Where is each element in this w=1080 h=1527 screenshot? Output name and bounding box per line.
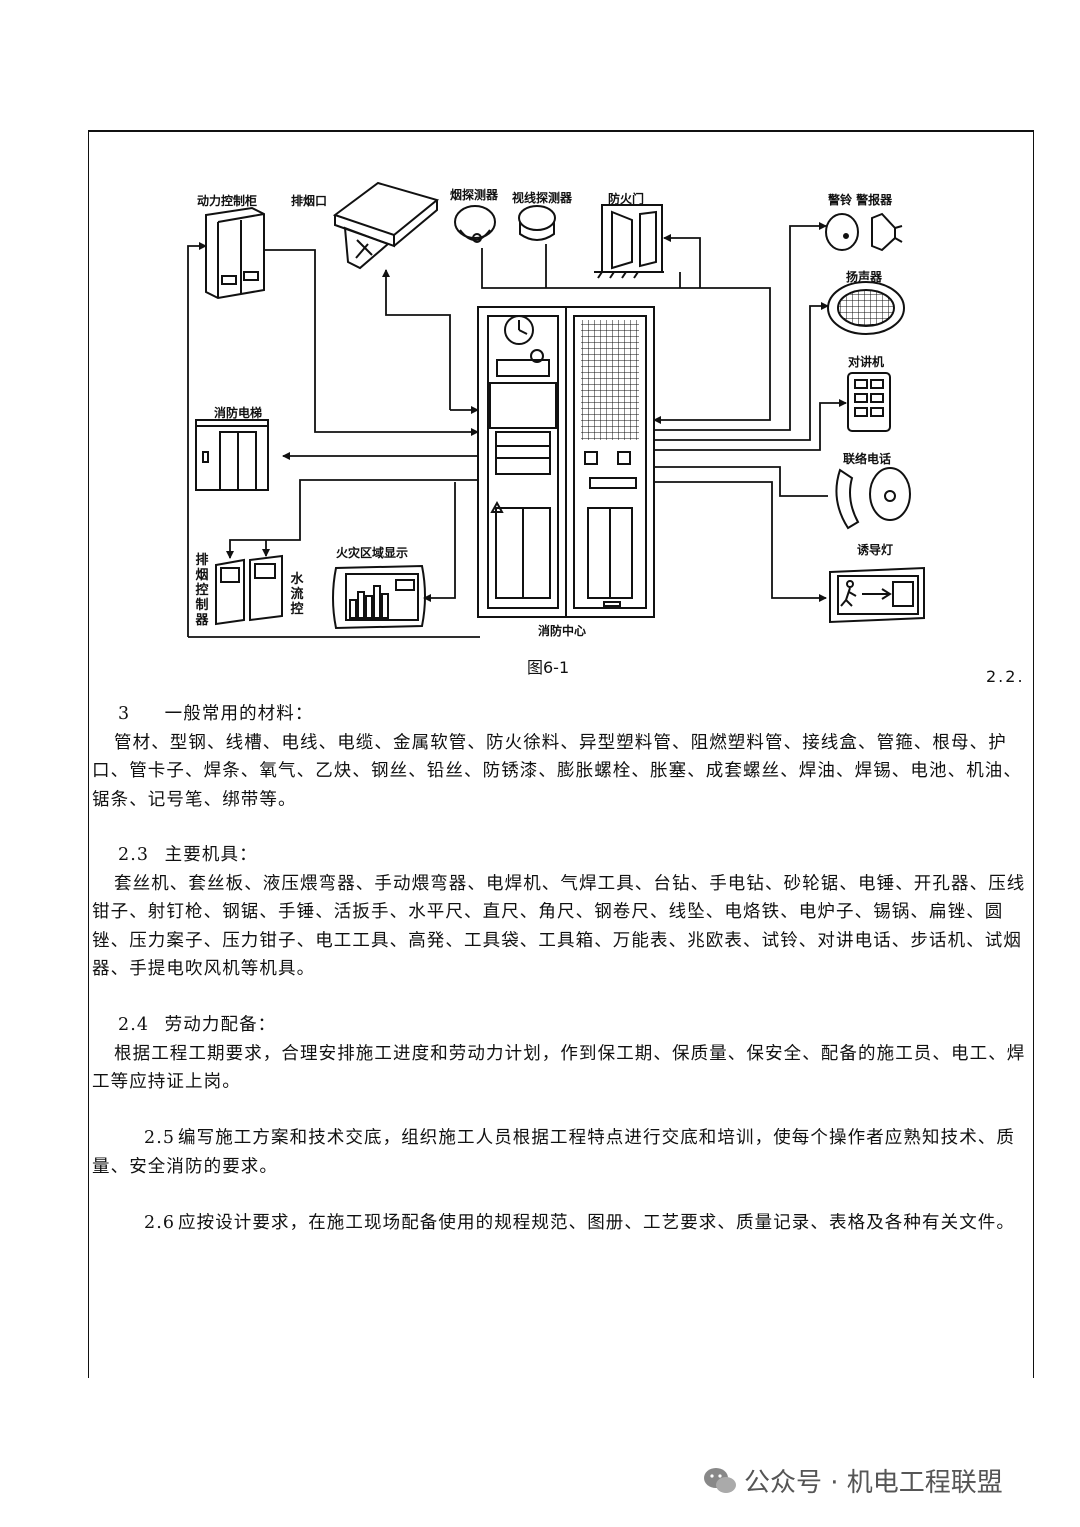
smoke-vent xyxy=(332,181,440,270)
section-body: 应按设计要求，在施工现场配备使用的规程规范、图册、工艺要求、质量记录、表格及各种… xyxy=(178,1213,1015,1233)
document-frame xyxy=(88,130,1034,1378)
label-guide-light: 诱导灯 xyxy=(857,543,894,557)
bell-and-alarm xyxy=(825,212,903,252)
label-fire-door: 防火门 xyxy=(608,192,645,206)
fire-control-center xyxy=(477,306,655,618)
section-materials: 3 一般常用的材料： 管材、型钢、线槽、电线、电缆、金属软管、防火徐料、异型塑料… xyxy=(92,700,1032,814)
section-body: 编写施工方案和技术交底，组织施工人员根据工程特点进行交底和培训，使每个操作者应熟… xyxy=(92,1128,1015,1177)
label-phone: 联络电话 xyxy=(843,452,892,466)
section-number: 2.5 xyxy=(144,1128,176,1148)
fire-door xyxy=(594,204,664,279)
section-body: 套丝机、套丝板、液压煨弯器、手动煨弯器、电焊机、气焊工具、台钻、手电钻、砂轮锯、… xyxy=(92,873,1026,980)
label-visual-detector: 视线探测器 xyxy=(512,191,573,205)
label-fire-center: 消防中心 xyxy=(538,624,587,638)
label-bell-alarm: 警铃 警报器 xyxy=(828,193,893,207)
label-smoke-vent: 排烟口 xyxy=(291,194,328,208)
fire-elevator xyxy=(195,419,269,491)
label-fire-zone-display: 火灾区域显示 xyxy=(336,546,409,560)
fire-system-diagram xyxy=(187,181,925,638)
section-number: 2.3 xyxy=(118,845,150,865)
intercom xyxy=(847,372,891,432)
label-power-cabinet: 动力控制柜 xyxy=(197,194,258,208)
power-control-cabinet xyxy=(205,206,265,300)
section-body: 根据工程工期要求，合理安排施工进度和劳动力计划，作到保工期、保质量、保安全、配备… xyxy=(92,1043,1026,1093)
guide-light xyxy=(829,566,925,624)
section-tools: 2.3 主要机具： 套丝机、套丝板、液压煨弯器、手动煨弯器、电焊机、气焊工具、台… xyxy=(92,841,1032,984)
smoke-exhaust-controller xyxy=(215,558,245,626)
section-number: 2.4 xyxy=(118,1015,150,1035)
label-speaker: 扬声器 xyxy=(846,270,883,284)
watermark: 公众号 · 机电工程联盟 xyxy=(702,1462,1003,1499)
visual-detector xyxy=(518,205,556,241)
smoke-detector xyxy=(454,205,496,243)
label-smoke-detector: 烟探测器 xyxy=(450,188,499,202)
section-title: 一般常用的材料： xyxy=(164,704,314,724)
section-number: 2.6 xyxy=(144,1213,176,1233)
fire-zone-display xyxy=(332,564,426,630)
section-title: 劳动力配备： xyxy=(164,1015,277,1035)
center-indicator-grid xyxy=(581,320,639,440)
water-flow-control xyxy=(249,554,283,622)
wechat-icon xyxy=(704,1467,736,1493)
contact-phone xyxy=(835,467,911,530)
speaker xyxy=(827,281,905,335)
page-reference: 2.2. xyxy=(986,667,1025,686)
label-fire-elevator: 消防电梯 xyxy=(214,406,263,420)
section-number: 3 xyxy=(118,704,131,724)
label-smoke-controller: 排烟控制器 xyxy=(195,553,209,628)
figure-caption: 图6-1 xyxy=(527,658,570,677)
watermark-text: 公众号 · 机电工程联盟 xyxy=(744,1468,1003,1498)
connection-lines xyxy=(187,222,847,638)
label-water-control: 水流控 xyxy=(290,572,304,617)
label-intercom: 对讲机 xyxy=(848,355,885,369)
section-body: 管材、型钢、线槽、电线、电缆、金属软管、防火徐料、异型塑料管、阻燃塑料管、接线盒… xyxy=(92,732,1022,810)
section-labor: 2.4 劳动力配备： 根据工程工期要求，合理安排施工进度和劳动力计划，作到保工期… xyxy=(92,1011,1032,1097)
section-title: 主要机具： xyxy=(164,845,258,865)
